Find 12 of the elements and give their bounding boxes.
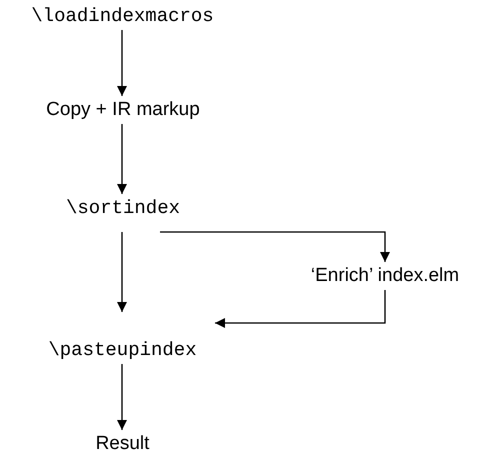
arrow — [117, 30, 127, 96]
step-label: Copy + IR markup — [46, 98, 200, 122]
step-label: Result — [96, 432, 150, 456]
arrow — [117, 124, 127, 194]
command-label: \loadindexmacros — [31, 4, 214, 29]
arrow — [117, 232, 127, 312]
command-label: \sortindex — [66, 196, 180, 221]
arrow — [117, 364, 127, 430]
arrow — [160, 231, 390, 262]
arrow — [215, 290, 386, 328]
command-label: \pasteupindex — [48, 338, 197, 363]
step-label: ‘Enrich’ index.elm — [310, 264, 460, 288]
